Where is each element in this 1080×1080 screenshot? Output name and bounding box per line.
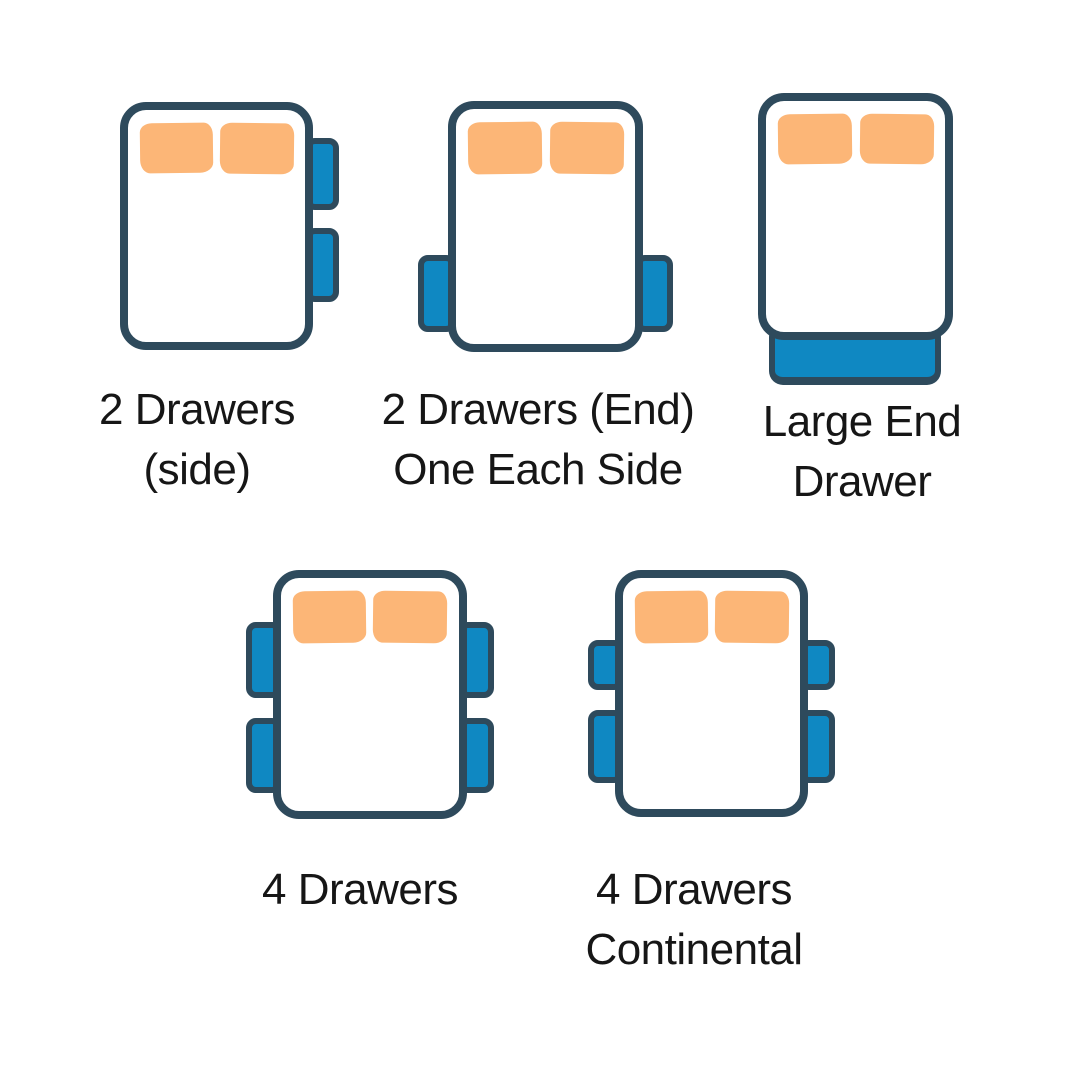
pillow-left-icon	[634, 590, 709, 644]
pillow-right-icon	[219, 122, 295, 175]
bed-diagram-4-drawers	[246, 570, 494, 819]
bed-outline	[758, 93, 953, 340]
bed-label-2-drawers-side: 2 Drawers (side)	[37, 380, 357, 500]
bed-outline	[120, 102, 313, 350]
pillow-left-icon	[467, 121, 543, 175]
pillow-left-icon	[139, 122, 214, 174]
bed-label-line1: Large End	[762, 397, 962, 446]
bed-diagram-large-end-drawer	[758, 93, 953, 385]
pillow-right-icon	[859, 113, 935, 165]
bed-diagram-4-drawers-continental	[588, 570, 835, 817]
pillow-left-icon	[292, 590, 367, 644]
bed-label-large-end-drawer: Large End Drawer	[702, 392, 1022, 512]
bed-diagram-2-drawers-side	[120, 102, 339, 350]
bed-diagram-2-drawers-end	[418, 101, 673, 352]
pillow-right-icon	[372, 590, 448, 644]
bed-label-4-drawers: 4 Drawers	[200, 860, 520, 920]
bed-label-line2: Continental	[585, 925, 803, 974]
bed-label-line1: 2 Drawers (End)	[381, 385, 695, 434]
bed-outline	[448, 101, 643, 352]
bed-label-line1: 2 Drawers	[99, 385, 296, 434]
bed-label-2-drawers-end: 2 Drawers (End) One Each Side	[378, 380, 698, 500]
bed-label-line2: (side)	[143, 445, 251, 494]
pillow-left-icon	[777, 113, 853, 165]
bed-label-line2: One Each Side	[393, 445, 683, 494]
bed-label-line2: Drawer	[792, 457, 932, 506]
pillow-right-icon	[714, 590, 790, 644]
bed-outline	[273, 570, 467, 819]
pillow-right-icon	[549, 121, 625, 175]
bed-outline	[615, 570, 808, 817]
bed-label-4-drawers-continental: 4 Drawers Continental	[534, 860, 854, 980]
bed-label-line1: 4 Drawers	[596, 865, 793, 914]
bed-label-line1: 4 Drawers	[262, 865, 459, 914]
